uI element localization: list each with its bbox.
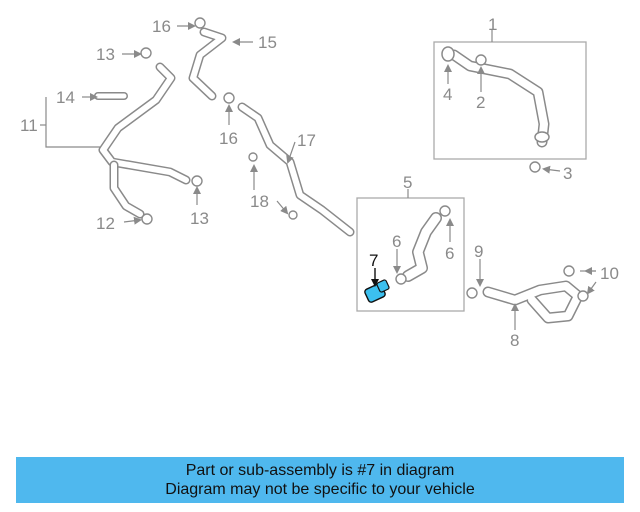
leader-lines xyxy=(40,22,597,330)
callout-15: 15 xyxy=(258,33,277,52)
callout-4: 4 xyxy=(443,85,452,104)
info-banner: Part or sub-assembly is #7 in diagram Di… xyxy=(16,457,624,503)
callout-14: 14 xyxy=(56,88,75,107)
hose-8 xyxy=(482,280,584,324)
hose-1 xyxy=(441,46,550,148)
callout-labels: 1 2 3 4 5 6 6 7 8 9 10 11 12 13 13 14 15… xyxy=(20,15,619,350)
callout-10: 10 xyxy=(600,264,619,283)
callout-13a: 13 xyxy=(96,45,115,64)
part-7-highlight xyxy=(364,279,390,303)
callout-16a: 16 xyxy=(152,17,171,36)
hose-assembly-11 xyxy=(94,62,191,219)
callout-16b: 16 xyxy=(219,129,238,148)
banner-line-2: Diagram may not be specific to your vehi… xyxy=(165,481,475,498)
callout-12: 12 xyxy=(96,214,115,233)
group-box-1 xyxy=(433,41,587,160)
callout-13b: 13 xyxy=(190,209,209,228)
callout-2: 2 xyxy=(476,93,485,112)
callout-11: 11 xyxy=(20,116,38,135)
callout-1: 1 xyxy=(488,15,497,34)
callout-17: 17 xyxy=(297,131,316,150)
callout-6a: 6 xyxy=(392,232,401,251)
callout-18: 18 xyxy=(250,192,269,211)
callout-6b: 6 xyxy=(445,244,454,263)
hose-5 xyxy=(402,212,442,282)
callout-9: 9 xyxy=(474,242,483,261)
callout-8: 8 xyxy=(510,331,519,350)
clamp-parts xyxy=(140,17,589,302)
hose-15 xyxy=(188,27,227,101)
banner-line-1: Part or sub-assembly is #7 in diagram xyxy=(185,462,455,479)
callout-3: 3 xyxy=(563,164,572,183)
parts-diagram: 1 2 3 4 5 6 6 7 8 9 10 11 12 13 13 14 15… xyxy=(20,15,619,350)
callout-7: 7 xyxy=(369,251,378,270)
group-box-5 xyxy=(356,197,465,312)
callout-5: 5 xyxy=(403,173,412,192)
